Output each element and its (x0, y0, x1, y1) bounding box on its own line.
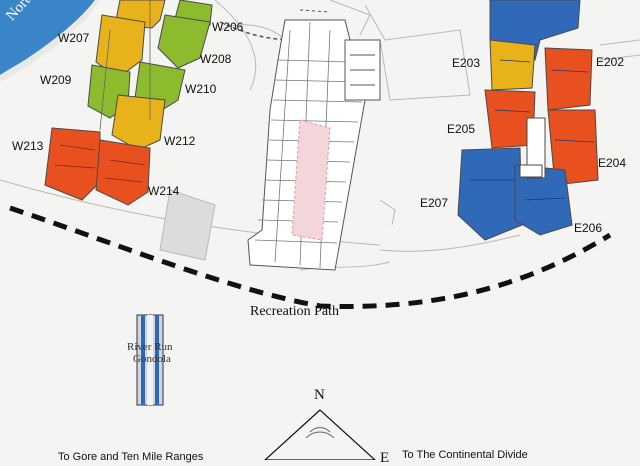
unit-label-w208: W208 (200, 52, 232, 66)
unit-label-w214: W214 (148, 184, 180, 198)
unit-label-e203: E203 (452, 56, 481, 70)
unit-label-e204: E204 (598, 156, 627, 170)
unit-label-w207: W207 (58, 31, 90, 45)
gondola-label-line1: River Run (127, 341, 173, 353)
unit-label-w212: W212 (164, 134, 196, 148)
unit-label-e206: E206 (574, 221, 603, 235)
unit-label-e207: E207 (420, 196, 449, 210)
compass-east-label: E (380, 450, 390, 466)
direction-left-label: To Gore and Ten Mile Ranges (58, 451, 204, 463)
west-wing (44, 0, 213, 206)
direction-right-label: To The Continental Divide (402, 449, 528, 461)
center-building (247, 19, 381, 271)
unit-label-w209: W209 (40, 73, 72, 87)
river (0, 0, 95, 75)
unit-label-w206: W206 (212, 20, 244, 34)
unit-label-w210: W210 (185, 82, 217, 96)
unit-label-e202: E202 (596, 55, 625, 69)
recreation-path (9, 205, 612, 309)
unit-label-w213: W213 (12, 139, 44, 153)
gondola-label-line2: Gondola (133, 353, 171, 365)
east-wing (457, 0, 599, 241)
unit-label-e205: E205 (447, 122, 476, 136)
gondola (136, 314, 164, 406)
recreation-path-label: Recreation Path (250, 304, 340, 319)
compass-north-label: N (314, 387, 325, 403)
